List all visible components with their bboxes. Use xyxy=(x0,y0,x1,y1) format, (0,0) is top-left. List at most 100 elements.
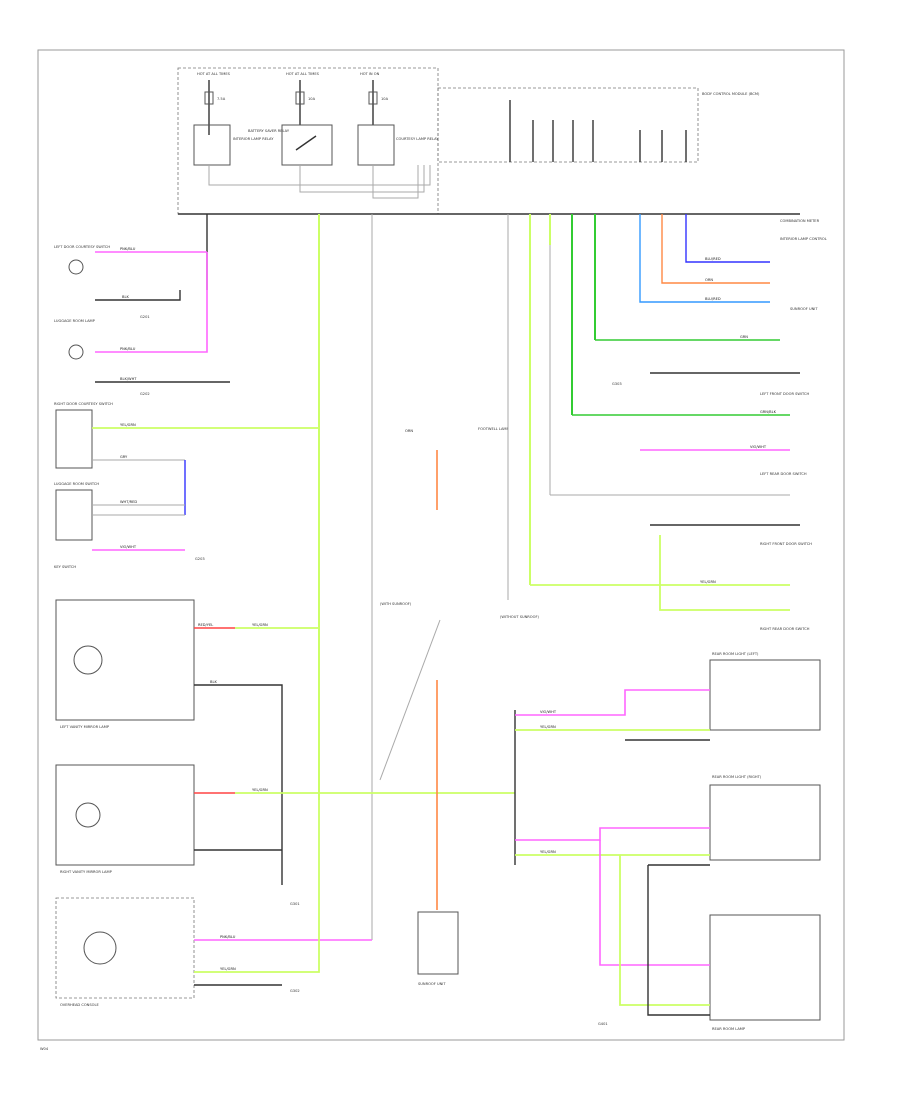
overhead-console-icon xyxy=(83,931,117,965)
courtesy-lamp-relay-label: COURTESY LAMP RELAY xyxy=(396,137,439,141)
fuse-top-3-label: HOT IN ON xyxy=(360,72,380,76)
luggage-lamp-icon xyxy=(68,344,84,360)
interior-lamp-relay-label: INTERIOR LAMP RELAY xyxy=(233,137,274,141)
battery-saver-switch xyxy=(295,135,317,151)
vanity-lamp-lh-box xyxy=(55,599,195,721)
map-lamp-rh-box xyxy=(709,784,821,861)
rr-door-sw-label: RIGHT REAR DOOR SWITCH xyxy=(760,627,810,631)
vanity-lamp-lh-label: LEFT VANITY MIRROR LAMP xyxy=(60,725,110,729)
wire-pink-lf-label: PNK/BLU xyxy=(120,247,136,251)
wire-orange-label: ORN xyxy=(405,429,413,433)
wire-yellow-console-label: YEL/GRN xyxy=(220,967,236,971)
wire-black-lf-gnd-label: BLK/WHT xyxy=(120,377,137,381)
bcm-label: BODY CONTROL MODULE (BCM) xyxy=(702,92,760,96)
wire-yellow-lh-label: YEL/GRN xyxy=(252,623,268,627)
wire-pink-lug-label: VIO/WHT xyxy=(120,545,137,549)
wire-pink-drop xyxy=(95,252,208,353)
wire-black-rear xyxy=(647,865,710,1016)
wire-black-luggage-label: BLK xyxy=(122,295,129,299)
wire-red-lh-label: RED/YEL xyxy=(198,623,213,627)
sunroof-sw-label: SUNROOF UNIT xyxy=(790,307,818,311)
wire-orange-top xyxy=(661,214,770,284)
courtesy-lamp-relay-box xyxy=(357,124,395,166)
wire-green-lr-label: GRN/BLK xyxy=(760,410,777,414)
relay-bus-3 xyxy=(372,165,419,199)
bcm-module: BODY CONTROL MODULE (BCM) COMBINATION ME… xyxy=(178,87,827,241)
overhead-console-label: OVERHEAD CONSOLE xyxy=(60,1003,99,1007)
battery-saver-relay-label: BATTERY SAVER RELAY xyxy=(248,129,290,133)
fuse-amp-2: 10A xyxy=(308,97,316,101)
map-lamp-lh-box xyxy=(709,659,821,731)
wire-blue-top xyxy=(685,214,770,263)
vanity-lamp-rh-box xyxy=(55,764,195,866)
fuse-amp-1: 7.5A xyxy=(217,97,226,101)
wire-yellow-rh-label: YEL/GRN xyxy=(252,788,268,792)
right-components: BLU/RED ORN BLU/RED SUNROOF UNIT GRN LEF… xyxy=(515,214,821,1031)
center-components: ORN FOOTWELL LAMP (WITH SUNROOF) (WITHOU… xyxy=(379,290,540,986)
battery-saver-relay-box xyxy=(281,124,333,166)
overhead-console-box xyxy=(55,897,195,999)
ground-4-label: G301 xyxy=(290,902,300,906)
left-components: LEFT DOOR COURTESY SWITCH PNK/BLU PNK/BL… xyxy=(54,245,515,1007)
bcm-outline xyxy=(437,87,699,163)
luggage-switch-label: LUGGAGE ROOM SWITCH xyxy=(54,482,99,486)
wire-yellow-console xyxy=(194,793,320,973)
vanity-lamp-rh-icon xyxy=(75,802,101,828)
luggage-lamp-label: LUGGAGE ROOM LAMP xyxy=(54,319,96,323)
wire-gray-rf-label: GRY xyxy=(120,455,128,459)
wire-yellow-map-rh-label: YEL/GRN xyxy=(540,850,556,854)
fuse-top-2-label: HOT AT ALL TIMES xyxy=(286,72,320,76)
ground-1-label: G201 xyxy=(140,315,150,319)
ground-6-label: G303 xyxy=(612,382,622,386)
wire-blue-light-label: BLU/RED xyxy=(705,297,721,301)
fuse-top-1-label: HOT AT ALL TIMES xyxy=(197,72,231,76)
wire-pink-console-label: PNK/BLU xyxy=(220,935,236,939)
wire-yellow-map-lh-label: YEL/GRN xyxy=(540,725,556,729)
connector-label: COMBINATION METER xyxy=(780,219,820,223)
rear-room-lamp-label: REAR ROOM LAMP xyxy=(712,1027,746,1031)
wire-blue-light xyxy=(639,214,770,303)
wire-gray-leader xyxy=(379,619,441,781)
wire-pink-lr-label: VIO/WHT xyxy=(750,445,767,449)
wire-green-lf-label: GRN xyxy=(740,335,748,339)
wire-yellow-rr2 xyxy=(659,535,790,611)
lf-door-sw-label: LEFT FRONT DOOR SWITCH xyxy=(760,392,809,396)
map-lamp-rh-label: REAR ROOM LIGHT (RIGHT) xyxy=(712,775,762,779)
fuse-2-icon xyxy=(295,91,305,105)
sunroof-unit-label: SUNROOF UNIT xyxy=(418,982,446,986)
wire-black-luggage xyxy=(95,290,181,301)
map-lamp-lh-label: REAR ROOM LIGHT (LEFT) xyxy=(712,652,759,656)
rf-door-sw-label: RIGHT FRONT DOOR SWITCH xyxy=(760,542,812,546)
wire-gray-lug-label: WHT/RED xyxy=(120,500,137,504)
lf-door-switch-label: LEFT DOOR COURTESY SWITCH xyxy=(54,245,110,249)
sunroof-unit-box xyxy=(417,911,459,975)
ground-2-label: G202 xyxy=(140,392,150,396)
key-switch-label: KEY SWITCH xyxy=(54,565,76,569)
footer-code: W04 xyxy=(40,1047,49,1051)
ground-3-label: G203 xyxy=(195,557,205,561)
fuse-amp-3: 10A xyxy=(381,97,389,101)
diagram-frame xyxy=(37,49,845,1041)
ground-5-label: G302 xyxy=(290,989,300,993)
wire-yellow-rr-label: YEL/GRN xyxy=(700,580,716,584)
vanity-lamp-rh-label: RIGHT VANITY MIRROR LAMP xyxy=(60,870,113,874)
relay-bus-2 xyxy=(299,165,425,193)
wire-orange-top-label: ORN xyxy=(705,278,713,282)
intl-lamp-ctrl-label: INTERIOR LAMP CONTROL xyxy=(780,237,827,241)
wire-blue-top-label: BLU/RED xyxy=(705,257,721,261)
wire-pink-drop-label: PNK/BLU xyxy=(120,347,136,351)
fuse-relay-area: HOT AT ALL TIMES HOT AT ALL TIMES HOT IN… xyxy=(177,67,439,215)
rf-door-switch-label: RIGHT DOOR COURTESY SWITCH xyxy=(54,402,113,406)
wire-pink-map-lh xyxy=(515,689,710,716)
fuse-1-icon xyxy=(204,91,214,105)
lf-door-switch-icon xyxy=(68,259,84,275)
rf-door-switch-box xyxy=(55,409,93,469)
footwell-lamp-label: FOOTWELL LAMP xyxy=(478,427,510,431)
relay-bus-1 xyxy=(208,165,431,186)
ground-7-label: G401 xyxy=(598,1022,608,1026)
vanity-lamp-lh-icon xyxy=(73,645,103,675)
note-with-sunroof: (WITH SUNROOF) xyxy=(380,602,412,606)
fuse-3-icon xyxy=(368,91,378,105)
wire-pink-rear xyxy=(599,840,710,966)
